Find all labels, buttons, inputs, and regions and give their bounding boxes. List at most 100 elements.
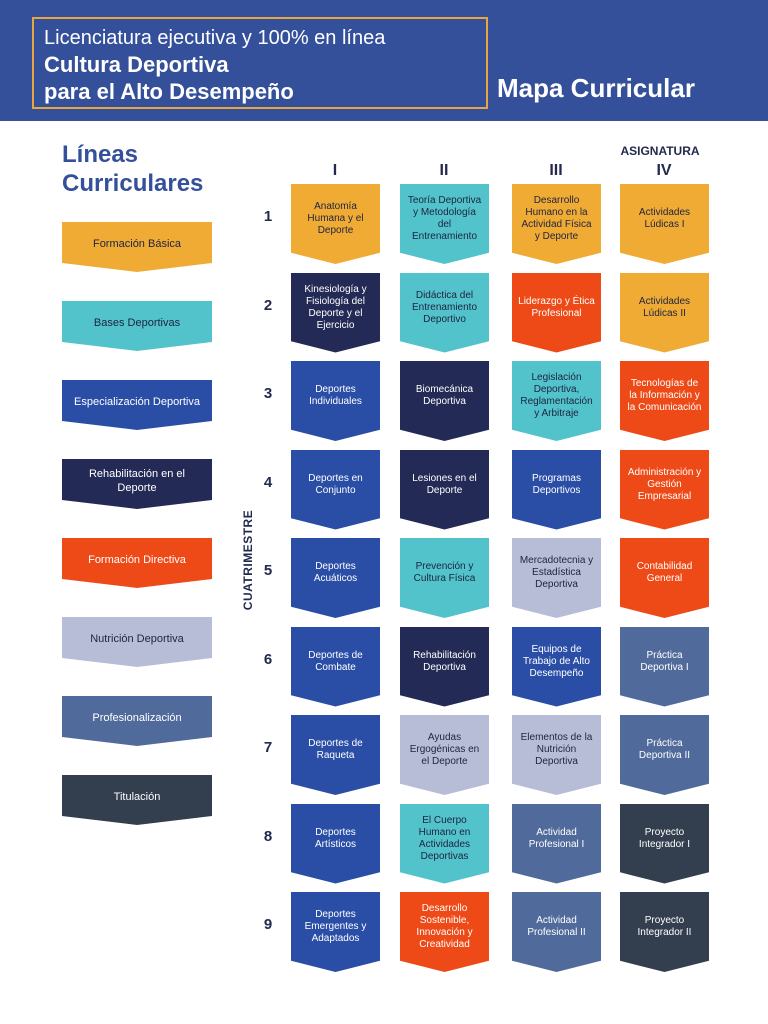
legend-item-nutricion: Nutrición Deportiva <box>62 617 212 667</box>
course-name: Programas Deportivos <box>532 472 581 496</box>
course-name: Biomecánica Deportiva <box>415 384 474 407</box>
legend-item-formacion-directiva: Formación Directiva <box>62 538 212 588</box>
course-cell: Actividad Profesional II <box>512 892 601 972</box>
course-cell: Biomecánica Deportiva <box>400 361 489 441</box>
course-name: Deportes Individuales <box>309 384 362 407</box>
course-cell: Ayudas Ergogénicas en el Deporte <box>400 715 489 795</box>
row-number-4: 4 <box>263 473 273 491</box>
course-name: Contabilidad General <box>636 561 693 584</box>
course-cell: Práctica Deportiva II <box>620 715 709 795</box>
course-name: Actividad Profesional I <box>528 826 585 850</box>
row-number-8: 8 <box>263 827 273 845</box>
program-title-box: Licenciatura ejecutiva y 100% en línea C… <box>32 17 488 109</box>
row-number-6: 6 <box>263 650 273 668</box>
course-name: Lesiones en el Deporte <box>412 472 477 496</box>
course-name: Deportes de Combate <box>308 649 363 673</box>
course-cell: Deportes de Raqueta <box>291 715 380 795</box>
legend-item-bases-deportivas: Bases Deportivas <box>62 301 212 351</box>
course-cell: Tecnologías de la Información y la Comun… <box>620 361 709 441</box>
course-cell: Deportes Acuáticos <box>291 538 380 618</box>
course-name: Proyecto Integrador II <box>637 915 692 938</box>
course-name: Proyecto Integrador I <box>638 826 691 850</box>
legend-item-label: Especialización Deportiva <box>74 396 200 408</box>
course-name: Administración y Gestión Empresarial <box>627 466 702 502</box>
legend-item-label: Titulación <box>113 791 161 803</box>
program-title-line-2: para el Alto Desempeño <box>44 79 294 104</box>
course-name: Actividades Lúdicas II <box>638 295 691 319</box>
legend-item-label: Formación Directiva <box>88 554 186 566</box>
course-cell: Liderazgo y Ética Profesional <box>512 272 601 353</box>
course-cell: Práctica Deportiva I <box>620 626 709 707</box>
column-header-3: III <box>549 162 563 179</box>
row-number-3: 3 <box>263 385 273 402</box>
course-name: Anatomía Humana y el Deporte <box>307 201 364 236</box>
course-name: Teoría Deportiva y Metodología del Entre… <box>407 195 482 242</box>
course-name: Deportes Artísticos <box>314 826 357 850</box>
course-name: Actividades Lúdicas I <box>638 207 691 230</box>
course-name: El Cuerpo Humano en Actividades Deportiv… <box>418 814 471 862</box>
course-cell: Contabilidad General <box>620 538 709 618</box>
course-cell: Elementos de la Nutrición Deportiva <box>512 715 601 795</box>
course-cell: Proyecto Integrador II <box>620 892 709 972</box>
course-cell: Deportes de Combate <box>291 626 380 707</box>
program-title-line-1: Cultura Deportiva <box>44 52 229 77</box>
course-cell: Legislación Deportiva, Reglamentación y … <box>512 361 601 441</box>
legend-item-profesionalizacion: Profesionalización <box>62 696 212 746</box>
course-name: Tecnologías de la Información y la Comun… <box>627 378 702 413</box>
course-cell: Didáctica del Entrenamiento Deportivo <box>400 272 489 353</box>
legend-item-rehabilitacion: Rehabilitación en el Deporte <box>62 459 212 509</box>
course-cell: Rehabilitación Deportiva <box>400 626 489 707</box>
course-cell: Lesiones en el Deporte <box>400 449 489 530</box>
course-name: Equipos de Trabajo de Alto Desempeño <box>523 643 590 679</box>
asignatura-label: ASIGNATURA <box>620 144 700 158</box>
course-name: Legislación Deportiva, Reglamentación y … <box>520 372 593 419</box>
row-number-5: 5 <box>263 562 273 579</box>
course-name: Rehabilitación Deportiva <box>413 649 476 673</box>
legend-item-label: Rehabilitación en el Deporte <box>88 468 185 494</box>
course-cell: Deportes Artísticos <box>291 803 380 884</box>
course-cell: Mercadotecnia y Estadística Deportiva <box>512 538 601 618</box>
course-cell: Actividades Lúdicas I <box>620 184 709 264</box>
course-cell: Anatomía Humana y el Deporte <box>291 184 380 264</box>
row-number-1: 1 <box>263 208 273 225</box>
course-cell: Teoría Deportiva y Metodología del Entre… <box>400 184 489 264</box>
legend-item-label: Profesionalización <box>92 712 182 724</box>
course-cell: Proyecto Integrador I <box>620 803 709 884</box>
course-name: Prevención y Cultura Física <box>413 561 476 584</box>
course-name: Ayudas Ergogénicas en el Deporte <box>409 732 480 767</box>
legend-item-titulacion: Titulación <box>62 775 212 825</box>
course-cell: Actividad Profesional I <box>512 803 601 884</box>
course-cell: Desarrollo Humano en la Actividad Física… <box>512 184 601 264</box>
legend-item-label: Formación Básica <box>92 238 182 250</box>
cuatrimestre-label: CUATRIMESTRE <box>241 509 255 611</box>
course-name: Desarrollo Sostenible, Innovación y Crea… <box>416 903 473 950</box>
course-cell: Actividades Lúdicas II <box>620 272 709 353</box>
row-number-9: 9 <box>263 916 273 933</box>
course-cell: Kinesiología y Fisiología del Deporte y … <box>291 272 380 353</box>
column-header-4: IV <box>656 162 672 179</box>
row-number-2: 2 <box>263 296 273 314</box>
course-name: Elementos de la Nutrición Deportiva <box>520 732 593 767</box>
course-name: Didáctica del Entrenamiento Deportivo <box>411 289 478 325</box>
header-banner: Licenciatura ejecutiva y 100% en línea C… <box>0 0 768 121</box>
column-header-1: I <box>332 162 338 179</box>
course-cell: Prevención y Cultura Física <box>400 538 489 618</box>
row-number-7: 7 <box>263 739 273 756</box>
course-name: Mercadotecnia y Estadística Deportiva <box>519 555 594 590</box>
course-name: Deportes Emergentes y Adaptados <box>304 909 367 944</box>
legend-item-formacion-basica: Formación Básica <box>62 222 212 272</box>
course-name: Práctica Deportiva I <box>640 649 689 673</box>
course-cell: Equipos de Trabajo de Alto Desempeño <box>512 626 601 707</box>
map-title: Mapa Curricular <box>497 73 695 103</box>
legend-title: Líneas Curriculares <box>62 140 203 198</box>
course-cell: Programas Deportivos <box>512 449 601 530</box>
course-cell: El Cuerpo Humano en Actividades Deportiv… <box>400 803 489 884</box>
legend-item-especializacion-deportiva: Especialización Deportiva <box>62 380 212 430</box>
course-name: Liderazgo y Ética Profesional <box>518 295 595 319</box>
legend-item-label: Nutrición Deportiva <box>90 633 184 645</box>
course-name: Práctica Deportiva II <box>638 738 691 761</box>
course-cell: Deportes Emergentes y Adaptados <box>291 892 380 972</box>
course-name: Actividad Profesional II <box>527 915 586 938</box>
course-cell: Desarrollo Sostenible, Innovación y Crea… <box>400 892 489 972</box>
course-name: Kinesiología y Fisiología del Deporte y … <box>304 283 367 331</box>
